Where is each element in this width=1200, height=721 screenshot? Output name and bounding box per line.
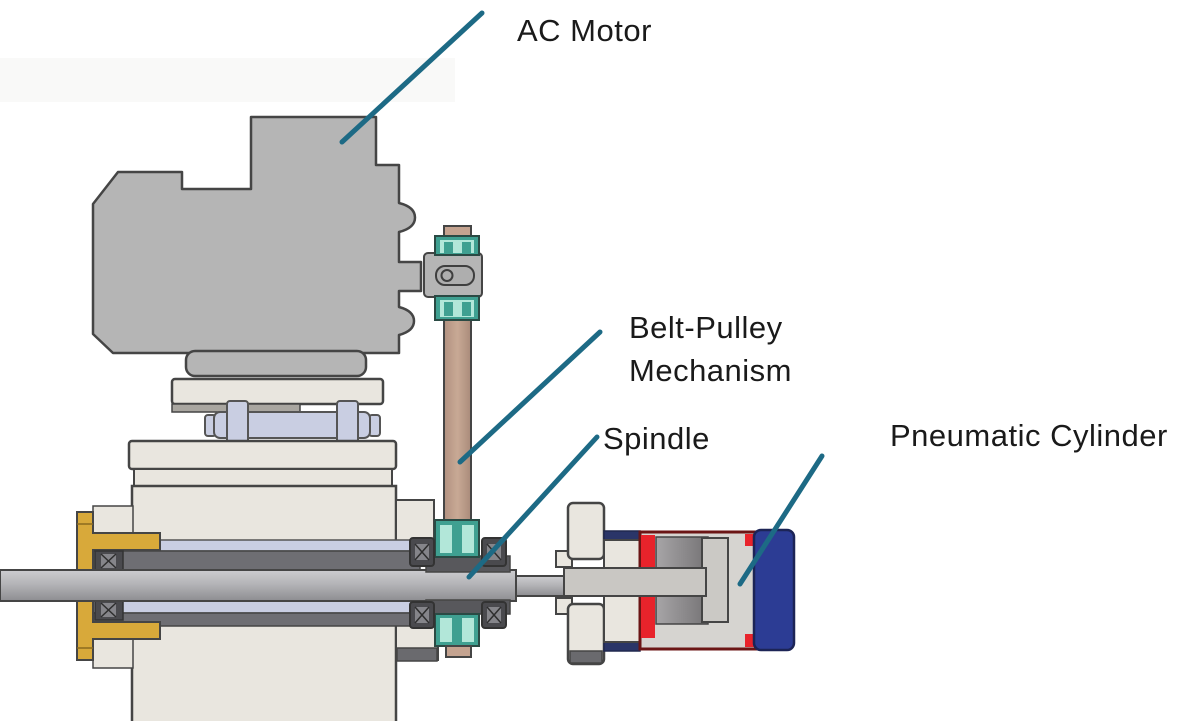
bearing-block [409,537,435,567]
callout-labels: AC Motor Belt-Pulley Mechanism Spindle P… [517,13,1168,456]
leader-line-belt-pulley [457,329,603,465]
label-ac-motor: AC Motor [517,13,652,48]
piston-block [655,595,709,625]
cylinder-seal-red [641,596,655,638]
spindle-pulley [434,519,480,658]
leader-line-pneumatic-cylinder [737,453,825,587]
label-belt-pulley-line2: Mechanism [629,353,792,388]
standoff-roller [204,400,381,445]
piston-block [655,536,709,569]
pneumatic-cylinder-body [563,528,796,652]
motor-mount-plates [127,377,398,471]
cylinder-end-cap [752,528,796,652]
cylinder-seal-red [641,535,655,571]
bearing-block [481,601,507,629]
leader-line-spindle [466,434,600,580]
label-spindle: Spindle [603,421,710,456]
motor-pulley [434,225,480,321]
label-belt-pulley-line1: Belt-Pulley [629,310,783,345]
flange-bearing [94,550,124,621]
bearing-block [409,601,435,629]
leader-line-ac-motor [339,10,485,145]
spindle-bearings [409,537,507,629]
piston-rod [563,567,707,597]
chuck-flange [76,505,161,669]
spindle-shaft [0,569,567,602]
drive-belt [443,317,472,529]
leader-lines [339,10,825,587]
motor-foot [184,349,368,378]
cylinder-mount-bracket [555,501,606,666]
label-pneumatic-cylinder: Pneumatic Cylinder [890,418,1168,453]
ac-motor-body [91,115,483,378]
background-artifact-band [0,58,455,102]
